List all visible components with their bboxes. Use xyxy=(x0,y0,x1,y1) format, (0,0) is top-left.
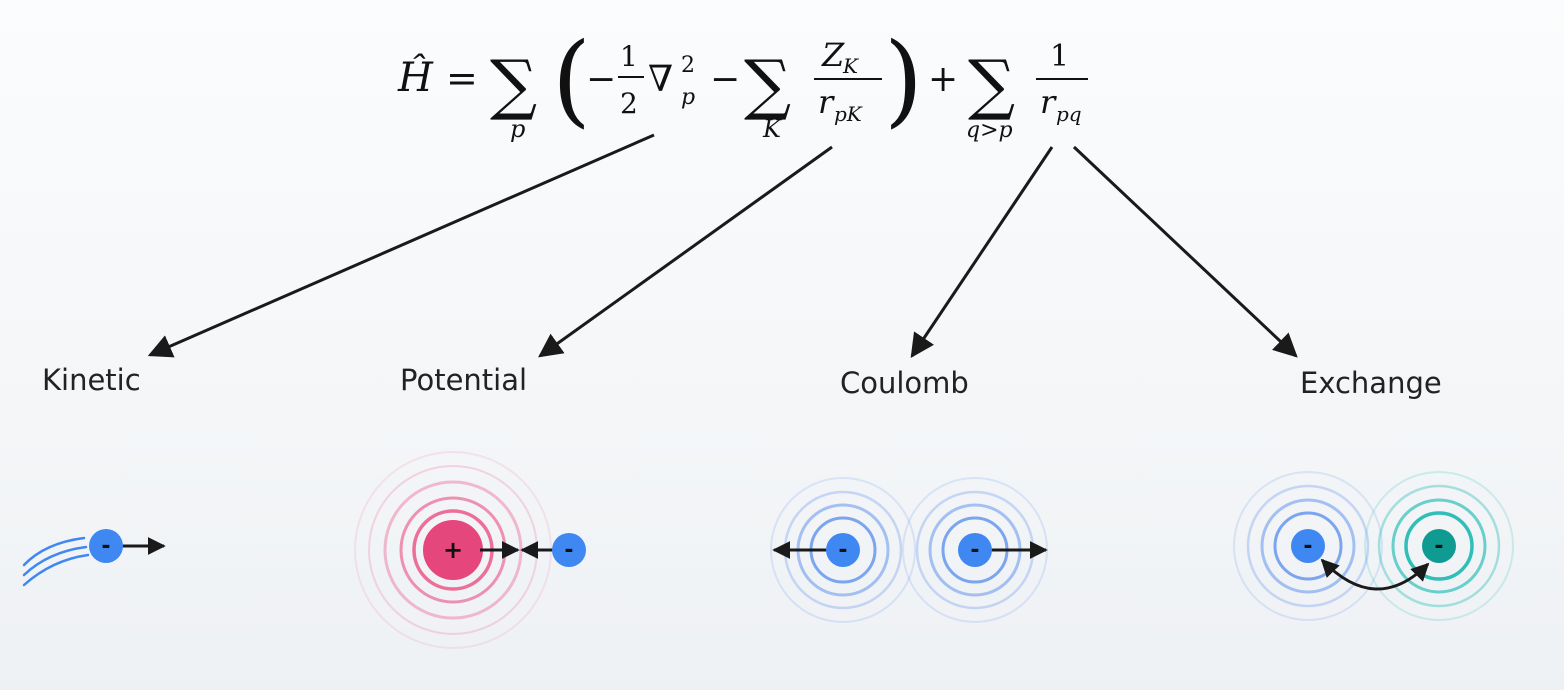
nucleus xyxy=(423,520,483,580)
distance-electron-electron-subscript: pq xyxy=(1056,102,1082,126)
coulomb-numerator: 1 xyxy=(1050,39,1069,74)
potential-electron xyxy=(552,533,586,567)
sum-index-k: K xyxy=(762,115,783,143)
exchange-swap-arrow xyxy=(1320,558,1430,591)
minus-sign-kinetic: − xyxy=(586,59,616,100)
potential-illustration: + - xyxy=(354,451,586,649)
sum-symbol-pairs: ∑ xyxy=(968,46,1015,123)
coulomb-electron-left-charge: - xyxy=(838,538,847,563)
half-denominator: 2 xyxy=(620,87,638,120)
distance-electron-electron: r xyxy=(1040,83,1057,121)
nabla-superscript: 2 xyxy=(681,53,695,78)
half-numerator: 1 xyxy=(620,40,638,73)
plus-sign: + xyxy=(928,59,958,100)
hamiltonian-equation: Ĥ = ∑ p ( − 1 2 ∇ 2 p − ∑ K Z K r pK ) +… xyxy=(397,21,1088,143)
arrow-to-exchange xyxy=(1072,145,1298,358)
minus-sign-potential: − xyxy=(710,59,740,100)
coulomb-electron-left xyxy=(826,533,860,567)
nabla-subscript: p xyxy=(681,85,695,110)
arrow-to-potential xyxy=(538,145,833,358)
sum-index-q-greater-p: q>p xyxy=(966,118,1013,143)
motion-lines xyxy=(22,536,90,587)
sum-symbol-nuclei: ∑ xyxy=(744,46,791,123)
term-connectors xyxy=(147,133,1298,358)
arrow-to-kinetic xyxy=(147,133,655,358)
equals-sign: = xyxy=(446,56,478,100)
distance-electron-nucleus-subscript: pK xyxy=(834,102,863,126)
kinetic-electron xyxy=(89,529,123,563)
open-parenthesis: ( xyxy=(552,21,591,138)
exchange-electron-right-charge: - xyxy=(1434,534,1443,559)
arrow-to-coulomb xyxy=(910,146,1054,358)
close-parenthesis: ) xyxy=(884,21,923,138)
exchange-electron-right xyxy=(1422,529,1456,563)
coulomb-electron-right xyxy=(958,533,992,567)
nuclear-charge-subscript: K xyxy=(842,54,859,78)
label-coulomb: Coulomb xyxy=(840,366,969,400)
potential-electron-charge: - xyxy=(564,538,573,563)
label-kinetic: Kinetic xyxy=(42,363,141,397)
coulomb-electron-right-charge: - xyxy=(970,538,979,563)
hamiltonian-operator: Ĥ xyxy=(397,54,434,101)
sum-symbol-electrons: ∑ xyxy=(490,46,537,123)
kinetic-illustration: - xyxy=(22,529,166,587)
nucleus-charge: + xyxy=(443,536,463,564)
exchange-electron-left-charge: - xyxy=(1303,534,1312,559)
exchange-right-rings xyxy=(1364,471,1514,621)
exchange-left-rings xyxy=(1233,471,1383,621)
exchange-electron-left xyxy=(1291,529,1325,563)
exchange-illustration: - - xyxy=(1233,471,1514,621)
nabla-symbol: ∇ xyxy=(648,59,673,100)
label-potential: Potential xyxy=(400,363,527,397)
kinetic-electron-charge: - xyxy=(101,534,110,559)
coulomb-illustration: - - xyxy=(770,477,1048,623)
nuclear-charge: Z xyxy=(821,36,845,74)
label-exchange: Exchange xyxy=(1300,366,1442,400)
sum-index-p: p xyxy=(510,115,525,143)
distance-electron-nucleus: r xyxy=(818,83,835,121)
